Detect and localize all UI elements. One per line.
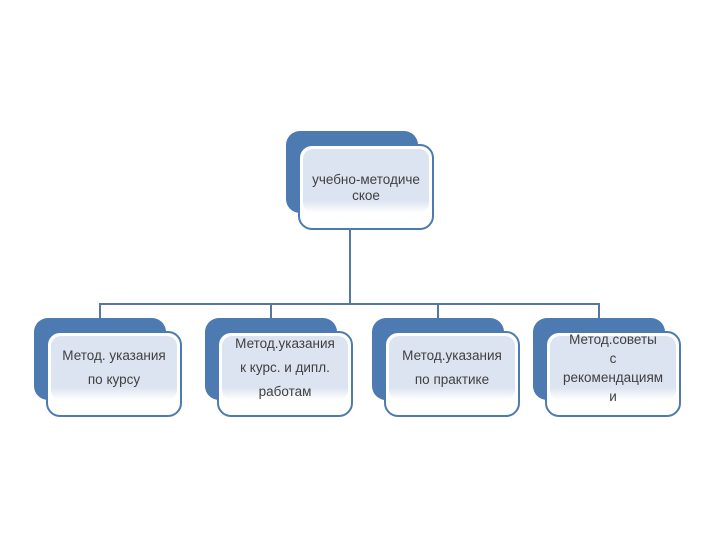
child-node-1-label: Метод. указания по курсу (62, 348, 166, 387)
child-node-2-panel: Метод.указания к курс. и дипл. работам (222, 336, 348, 400)
child-node-1-card: Метод. указания по курсу (46, 331, 182, 417)
child-node-3[interactable]: Метод.указания по практике (372, 318, 522, 417)
child-node-3-panel: Метод.указания по практике (389, 336, 515, 400)
child-node-1-panel: Метод. указания по курсу (51, 336, 177, 400)
child-node-4-label: Метод.советы с рекомендациям и (562, 332, 664, 404)
hierarchy-connector-path (99, 227, 600, 321)
child-node-4-card: Метод.советы с рекомендациям и (545, 331, 681, 417)
root-node-panel: учебно-методиче ское (303, 149, 429, 213)
child-node-2[interactable]: Метод.указания к курс. и дипл. работам (205, 318, 355, 417)
child-node-3-card: Метод.указания по практике (384, 331, 520, 417)
child-node-2-card: Метод.указания к курс. и дипл. работам (217, 331, 353, 417)
child-node-1[interactable]: Метод. указания по курсу (34, 318, 184, 417)
child-node-3-label: Метод.указания по практике (402, 348, 502, 387)
root-node-label: учебно-методиче ское (312, 172, 420, 203)
child-node-4[interactable]: Метод.советы с рекомендациям и (533, 318, 683, 417)
root-node[interactable]: учебно-методиче ское (286, 131, 436, 230)
child-node-2-label: Метод.указания к курс. и дипл. работам (235, 336, 335, 399)
root-node-card: учебно-методиче ское (298, 144, 434, 230)
child-node-4-panel: Метод.советы с рекомендациям и (550, 332, 676, 404)
